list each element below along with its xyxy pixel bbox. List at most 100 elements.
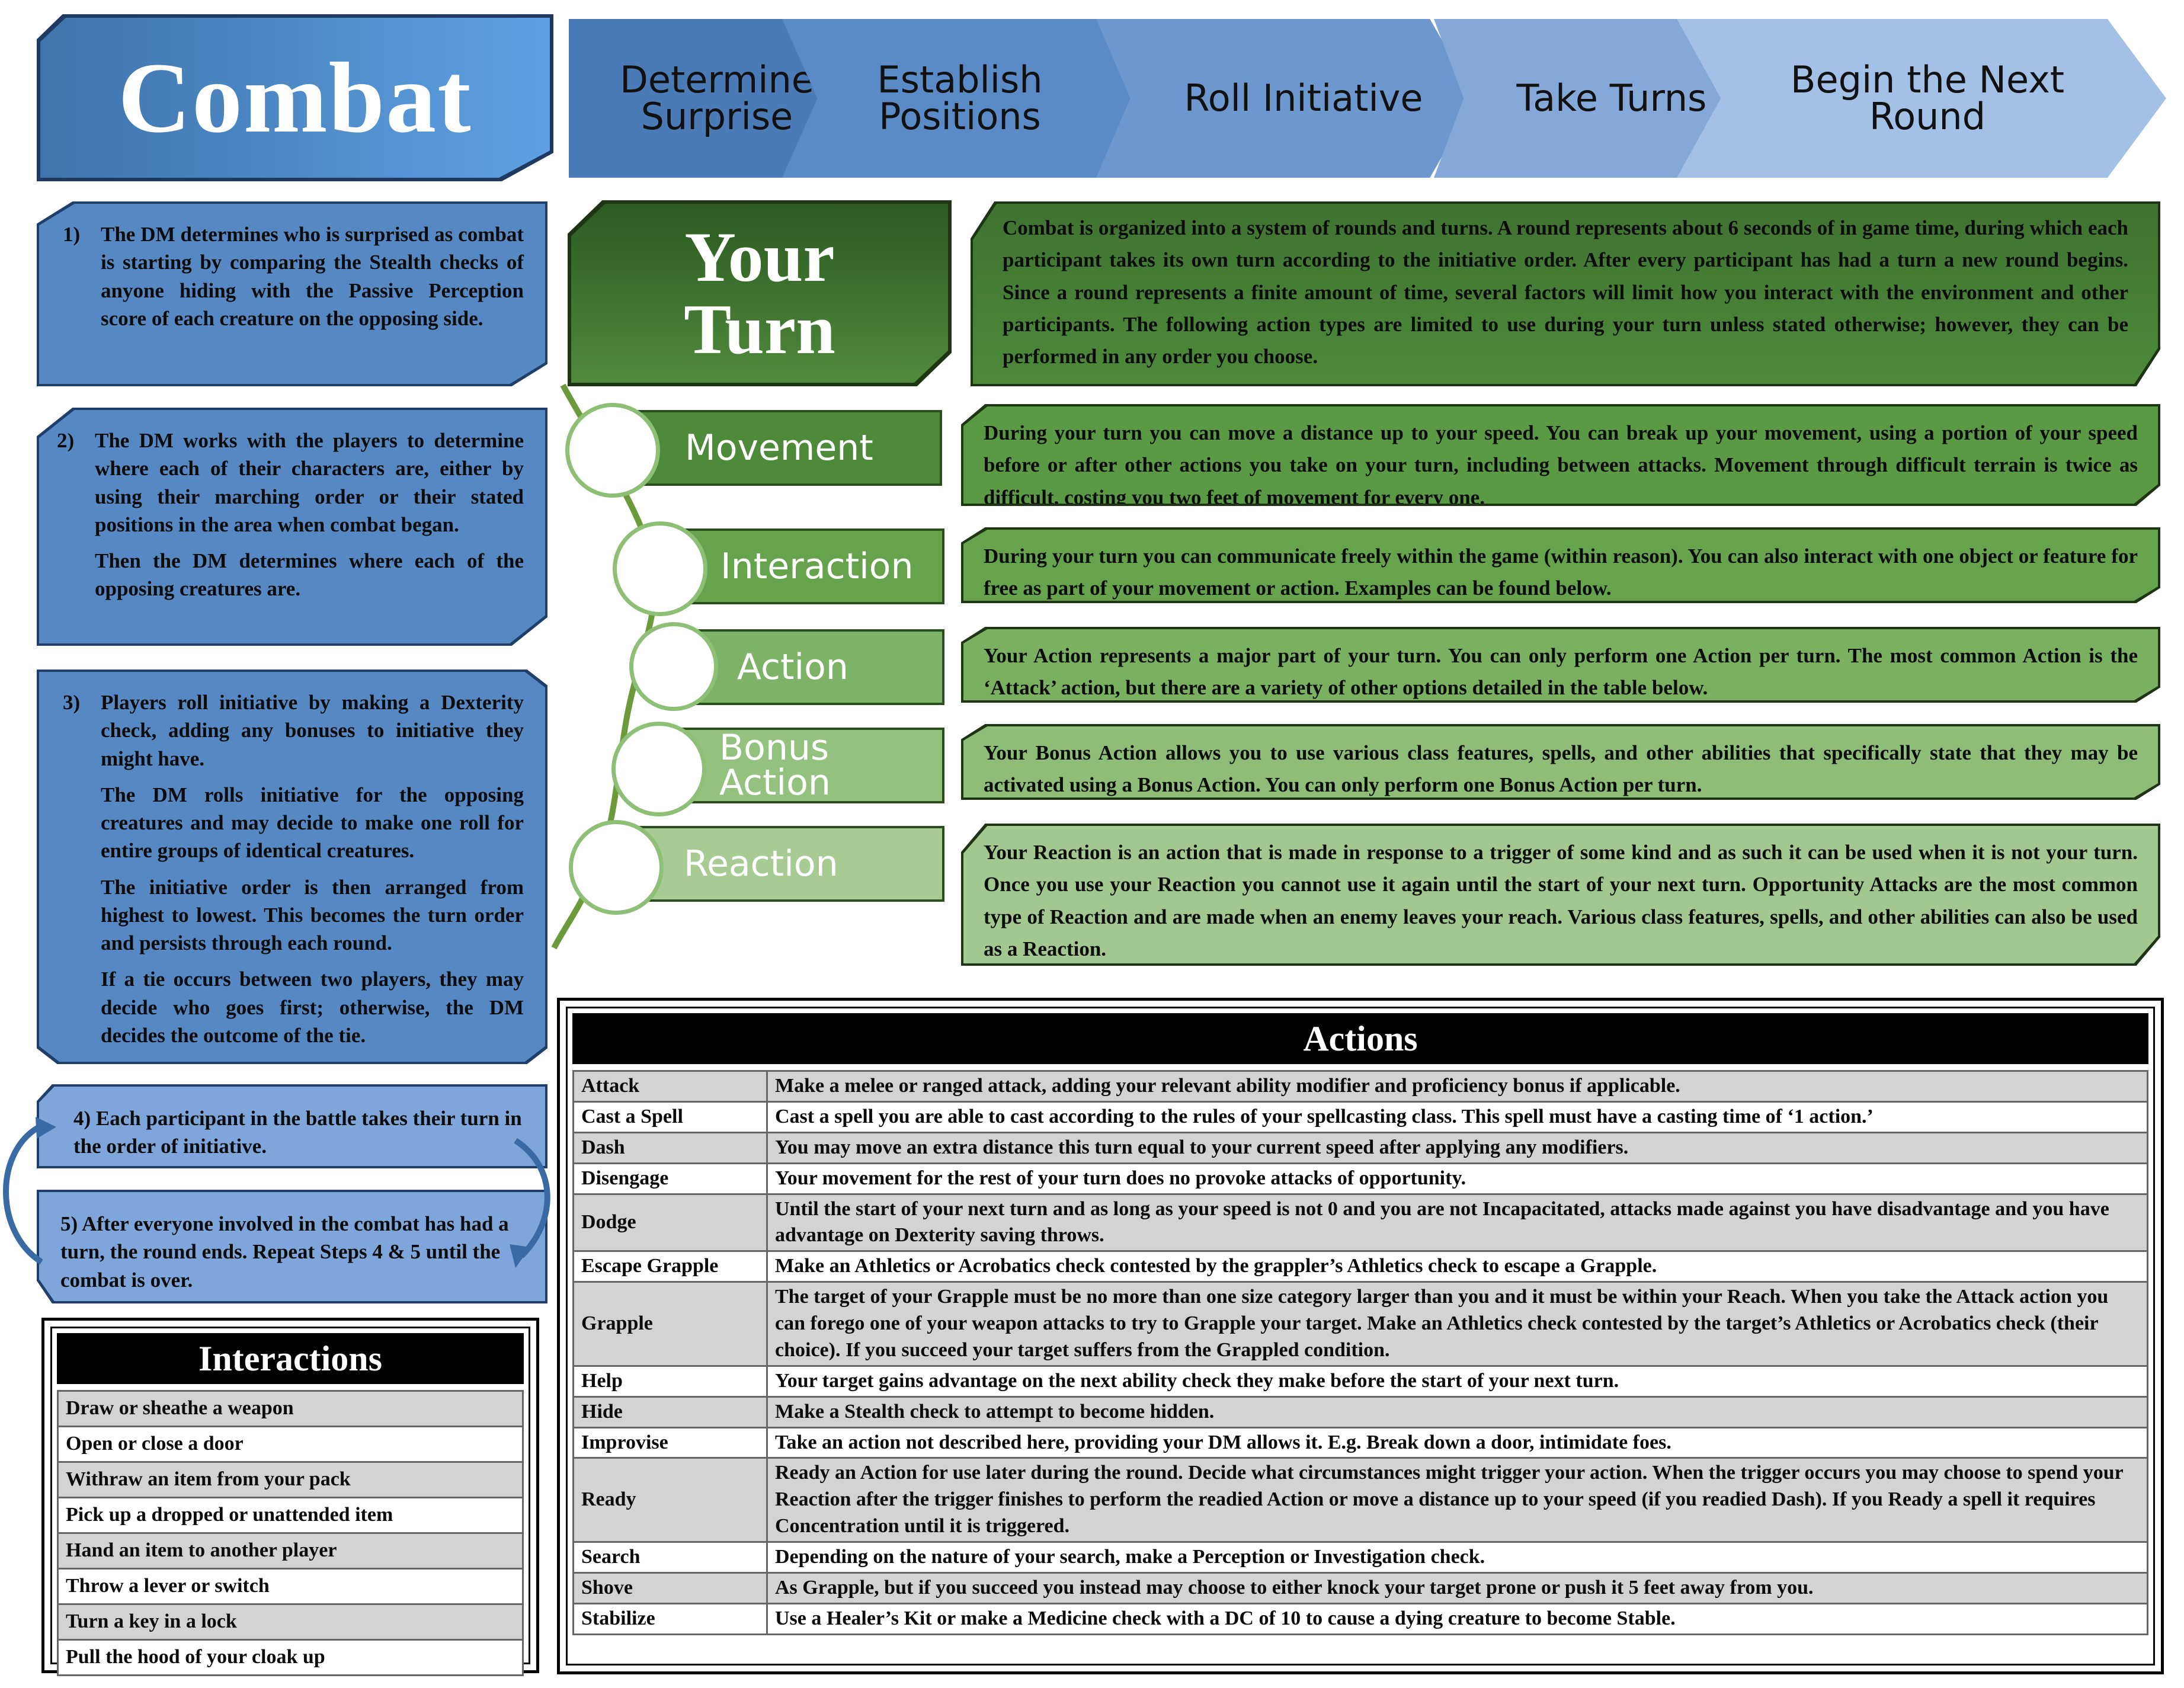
- tab-label: Movement: [685, 427, 873, 469]
- action-name: Ready: [572, 1457, 768, 1543]
- loop-arrow-left-head: [36, 1117, 56, 1139]
- step-number: 1): [63, 223, 81, 246]
- title-banner: Combat: [40, 18, 550, 178]
- chevron-label: Begin the Next Round: [1790, 58, 2065, 138]
- interaction-item: Open or close a door: [57, 1426, 524, 1463]
- action-description: Make a melee or ranged attack, adding yo…: [766, 1070, 2148, 1103]
- action-description: The target of your Grapple must be no mo…: [766, 1281, 2148, 1367]
- interaction-item: Pick up a dropped or unattended item: [57, 1497, 524, 1534]
- chevron-roll-initiative: Roll Initiative: [1096, 19, 1475, 178]
- bonus-action-circle: [611, 722, 706, 816]
- chevron-label: Roll Initiative: [1184, 76, 1423, 120]
- action-description: Make an Athletics or Acrobatics check co…: [766, 1250, 2148, 1283]
- loop-arrows: [3, 1117, 550, 1268]
- step-3-box: 3) Players roll initiative by making a D…: [39, 672, 545, 1062]
- tab-label: Bonus Action: [719, 727, 831, 803]
- action-description: Cast a spell you are able to cast accord…: [766, 1100, 2148, 1133]
- action-description: Ready an Action for use later during the…: [766, 1457, 2148, 1543]
- action-description: Make a Stealth check to attempt to becom…: [766, 1395, 2148, 1428]
- page-title: Combat: [118, 41, 472, 153]
- interaction-item: Withraw an item from your pack: [57, 1461, 524, 1498]
- bonus-action-text: Your Bonus Action allows you to use vari…: [984, 741, 2138, 797]
- interactions-title: Interactions: [57, 1333, 524, 1384]
- movement-text-box: During your turn you can move a distance…: [963, 406, 2158, 504]
- interaction-item: Pull the hood of your cloak up: [57, 1639, 524, 1676]
- action-name: Hide: [572, 1395, 768, 1428]
- interaction-item: Draw or sheathe a weapon: [57, 1390, 524, 1427]
- action-description: Take an action not described here, provi…: [766, 1426, 2148, 1459]
- action-tab: Action: [684, 632, 942, 703]
- interaction-circle: [613, 521, 707, 616]
- interaction-row: Hand an item to another player: [57, 1532, 524, 1570]
- action-name: Improvise: [572, 1426, 768, 1459]
- step-number: 2): [57, 429, 75, 452]
- interaction-item: Turn a key in a lock: [57, 1603, 524, 1641]
- action-description: You may move an extra distance this turn…: [766, 1131, 2148, 1164]
- interaction-row: Throw a lever or switch: [57, 1568, 524, 1605]
- bonus-action-tab: Bonus Action: [672, 730, 942, 801]
- step-text: The DM works with the players to determi…: [95, 429, 524, 536]
- step-text: The initiative order is then arranged fr…: [101, 875, 524, 955]
- step-text: The DM rolls initiative for the opposing…: [101, 783, 524, 863]
- reaction-tab: Reaction: [614, 828, 942, 899]
- action-description: Until the start of your next turn and as…: [766, 1193, 2148, 1253]
- step-2-box: 2) The DM works with the players to dete…: [39, 410, 545, 643]
- interaction-text-box: During your turn you can communicate fre…: [963, 530, 2158, 601]
- chevron-begin-next-round: Begin the Next Round: [1677, 19, 2166, 178]
- step-text: The DM determines who is surprised as co…: [101, 223, 524, 330]
- action-name: Grapple: [572, 1281, 768, 1367]
- action-text-box: Your Action represents a major part of y…: [963, 629, 2158, 700]
- interaction-row: Pick up a dropped or unattended item: [57, 1497, 524, 1534]
- movement-circle: [565, 403, 660, 498]
- intro-box: Combat is organized into a system of rou…: [973, 204, 2158, 384]
- step-text: Players roll initiative by making a Dext…: [101, 691, 524, 770]
- reaction-circle: [569, 820, 664, 915]
- tab-label: Interaction: [720, 546, 914, 587]
- intro-text: Combat is organized into a system of rou…: [1003, 216, 2128, 368]
- action-name: Dodge: [572, 1193, 768, 1253]
- interaction-tab: Interaction: [673, 531, 942, 602]
- action-name: Shove: [572, 1571, 768, 1604]
- loop-arrow-right: [514, 1138, 550, 1258]
- loop-arrow-right-head: [510, 1244, 530, 1268]
- action-name: Dash: [572, 1131, 768, 1164]
- action-name: Disengage: [572, 1162, 768, 1195]
- your-turn-banner: Your Turn: [571, 204, 948, 383]
- action-name: Help: [572, 1365, 768, 1398]
- step-5-box: 5) After everyone involved in the combat…: [39, 1192, 545, 1301]
- tab-label: Reaction: [684, 843, 838, 885]
- movement-text: During your turn you can move a distance…: [984, 421, 2138, 509]
- loop-arrow-left: [3, 1123, 43, 1265]
- action-text: Your Action represents a major part of y…: [984, 644, 2138, 700]
- tab-label: Action: [737, 646, 848, 688]
- action-circle: [629, 622, 718, 711]
- action-name: Escape Grapple: [572, 1250, 768, 1283]
- interaction-row: Pull the hood of your cloak up: [57, 1639, 524, 1676]
- action-description: Your movement for the rest of your turn …: [766, 1162, 2148, 1195]
- step-text: If a tie occurs between two players, the…: [101, 968, 524, 1047]
- interaction-row: Open or close a door: [57, 1426, 524, 1463]
- step-text: 4) Each participant in the battle takes …: [73, 1107, 522, 1158]
- interaction-row: Withraw an item from your pack: [57, 1461, 524, 1498]
- chevron-label: Take Turns: [1516, 76, 1707, 120]
- action-description: As Grapple, but if you succeed you inste…: [766, 1571, 2148, 1604]
- action-name: Stabilize: [572, 1602, 768, 1635]
- action-description: Use a Healer’s Kit or make a Medicine ch…: [766, 1602, 2148, 1635]
- action-description: Depending on the nature of your search, …: [766, 1541, 2148, 1574]
- movement-tab: Movement: [614, 412, 940, 483]
- chevron-label: Establish Positions: [877, 58, 1043, 138]
